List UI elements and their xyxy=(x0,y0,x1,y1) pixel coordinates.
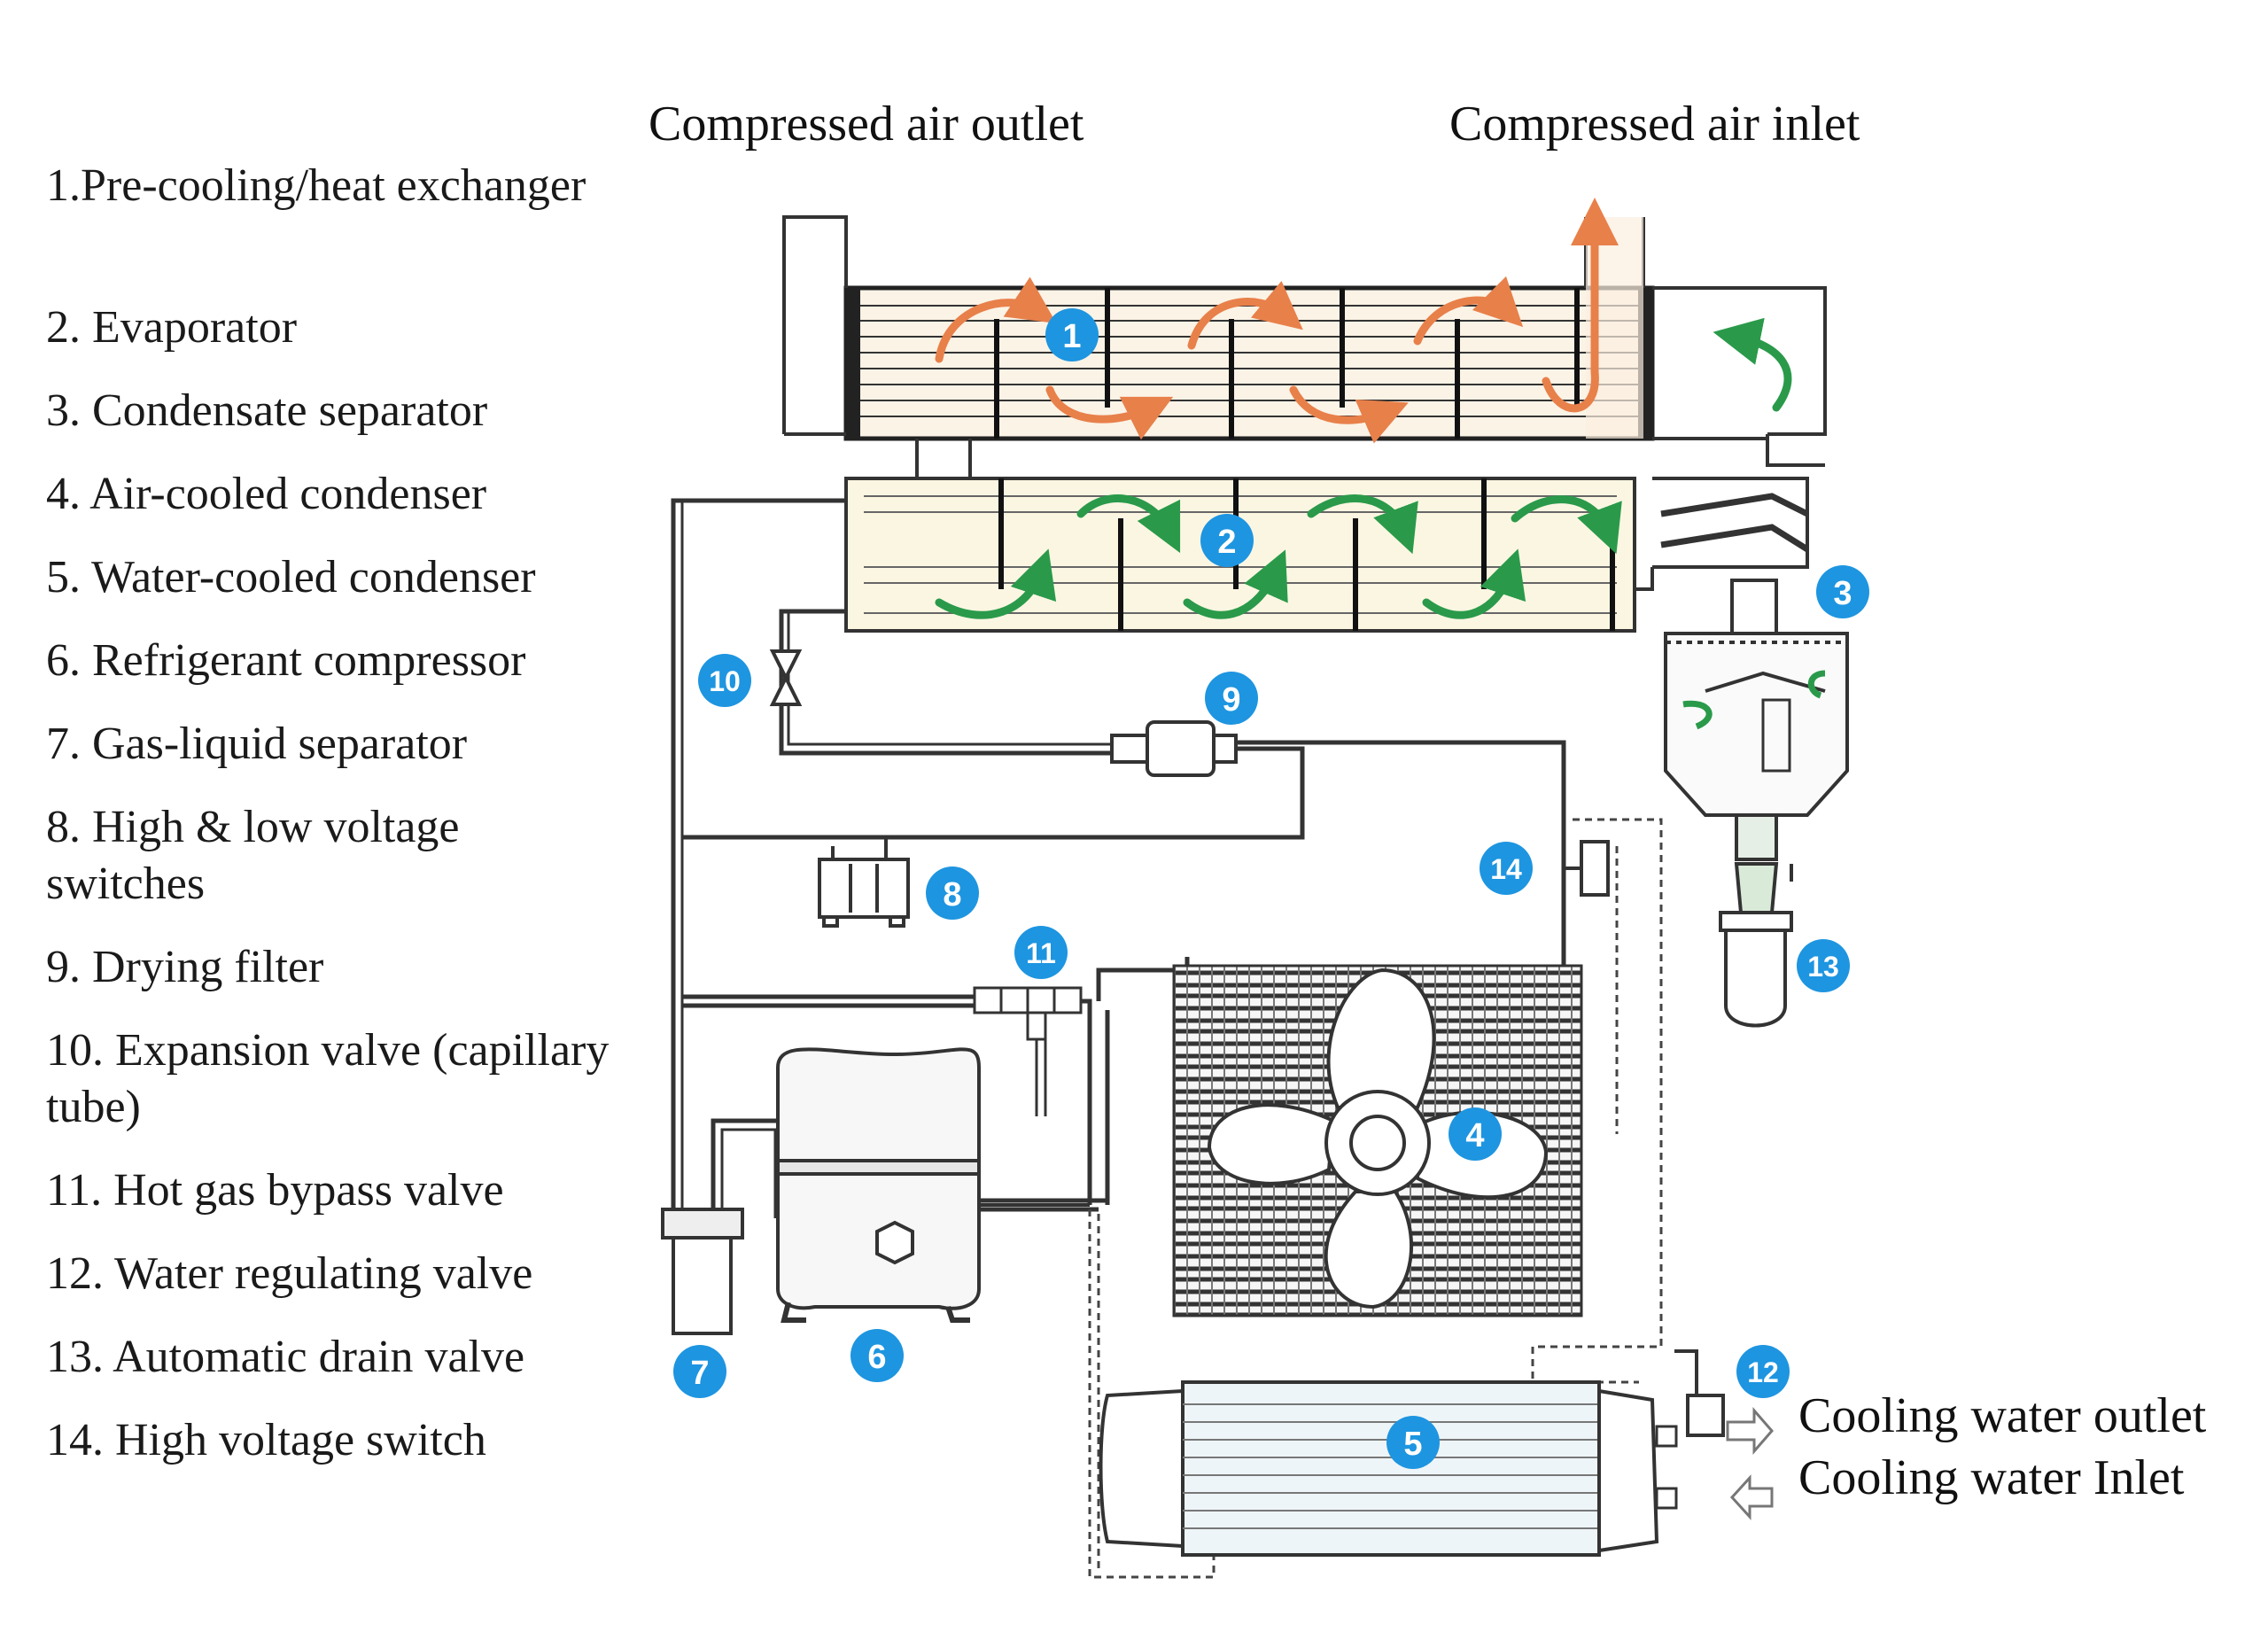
badge-1: 1 xyxy=(1045,308,1099,361)
svg-text:13: 13 xyxy=(1807,951,1839,983)
legend-item-11: 11. Hot gas bypass valve xyxy=(46,1165,504,1216)
legend-item-13: 13. Automatic drain valve xyxy=(46,1332,525,1382)
hot-air-flow-arrows xyxy=(935,198,1619,444)
svg-text:12: 12 xyxy=(1747,1356,1779,1388)
water-outlet-label: Cooling water outlet xyxy=(1798,1388,2207,1443)
svg-text:6: 6 xyxy=(867,1339,886,1376)
badge-6: 6 xyxy=(850,1329,904,1382)
legend-item-5: 5. Water-cooled condenser xyxy=(46,552,536,602)
badge-13: 13 xyxy=(1797,939,1850,992)
legend-item-2: 2. Evaporator xyxy=(46,302,298,353)
water-cooled-condenser xyxy=(1099,1380,1678,1557)
legend-item-14: 14. High voltage switch xyxy=(46,1415,486,1465)
badge-11: 11 xyxy=(1014,926,1068,979)
svg-text:9: 9 xyxy=(1222,681,1240,719)
svg-text:4: 4 xyxy=(1465,1117,1484,1154)
svg-text:2: 2 xyxy=(1217,524,1236,561)
air-outlet-label: Compressed air outlet xyxy=(649,97,1084,152)
svg-text:8: 8 xyxy=(943,876,961,913)
water-inlet-arrow xyxy=(1729,1474,1774,1520)
air-cooled-condenser xyxy=(1172,964,1583,1317)
svg-text:11: 11 xyxy=(1026,937,1056,969)
svg-text:10: 10 xyxy=(709,665,741,697)
legend-item-7: 7. Gas-liquid separator xyxy=(46,719,468,769)
svg-text:1: 1 xyxy=(1062,318,1081,355)
badge-12: 12 xyxy=(1736,1345,1790,1398)
refrigerant-compressor xyxy=(776,1047,1090,1323)
svg-text:7: 7 xyxy=(690,1355,709,1392)
drying-filter xyxy=(1110,720,1238,777)
cold-air-flow-arrows xyxy=(935,317,1792,619)
legend-item-9: 9. Drying filter xyxy=(46,942,324,992)
legend-item-1: 1.Pre-cooling/heat exchanger xyxy=(46,160,586,211)
water-outlet-arrow xyxy=(1726,1406,1774,1456)
automatic-drain-valve xyxy=(1719,864,1793,1028)
legend-item-4: 4. Air-cooled condenser xyxy=(46,469,487,519)
hot-gas-bypass-valve xyxy=(973,986,1083,1116)
expansion-valve xyxy=(769,649,803,706)
condensate-separator xyxy=(1635,477,1849,914)
legend-item-3: 3. Condensate separator xyxy=(46,385,488,436)
badge-9: 9 xyxy=(1205,672,1258,725)
badge-10: 10 xyxy=(698,654,751,707)
legend-item-12: 12. Water regulating valve xyxy=(46,1248,533,1299)
badge-8: 8 xyxy=(926,867,979,920)
badge-4: 4 xyxy=(1449,1107,1502,1161)
svg-text:14: 14 xyxy=(1490,853,1522,885)
svg-text:5: 5 xyxy=(1403,1426,1422,1463)
legend-item-6: 6. Refrigerant compressor xyxy=(46,635,526,686)
high-voltage-switch xyxy=(1564,840,1610,897)
legend-item-8: 8. High & low voltage switches xyxy=(46,802,460,909)
badge-5: 5 xyxy=(1386,1416,1440,1469)
badge-7: 7 xyxy=(673,1345,726,1398)
gas-liquid-separator xyxy=(661,1208,744,1335)
badge-2: 2 xyxy=(1200,514,1254,567)
badge-14: 14 xyxy=(1480,842,1533,895)
high-low-voltage-switches xyxy=(818,837,910,928)
pre-cooling-heat-exchanger xyxy=(843,285,1655,441)
badge-3: 3 xyxy=(1816,565,1869,618)
legend-item-10: 10. Expansion valve (capillary tube) xyxy=(46,1025,610,1132)
water-inlet-label: Cooling water Inlet xyxy=(1798,1450,2185,1505)
svg-text:3: 3 xyxy=(1833,575,1852,612)
water-regulating-valve xyxy=(1674,1349,1725,1437)
air-inlet-label: Compressed air inlet xyxy=(1449,97,1860,152)
